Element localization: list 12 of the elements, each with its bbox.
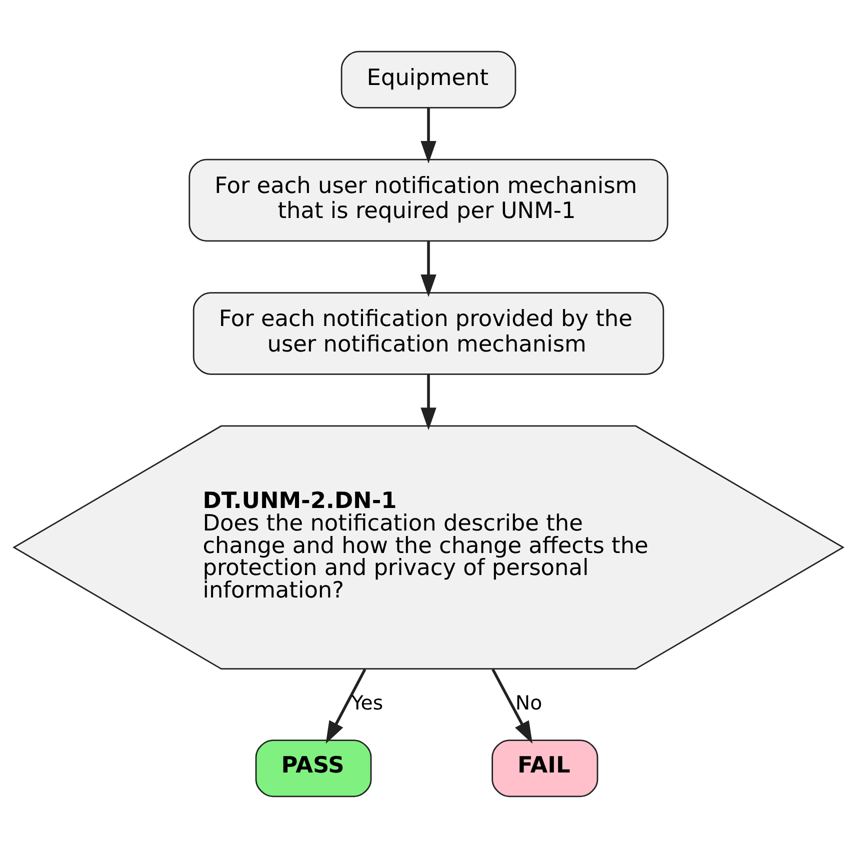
node-box: Equipment xyxy=(340,50,516,108)
arrow xyxy=(492,668,532,744)
edge-label: No xyxy=(515,692,542,715)
node-box: PASS xyxy=(255,740,372,798)
arrow xyxy=(420,374,436,430)
arrow xyxy=(420,241,436,297)
node-box: FAIL xyxy=(492,740,598,798)
node-box: For each user notification mechanism that is required per UNM-1 xyxy=(188,158,668,242)
arrow xyxy=(420,108,436,164)
edge-label: Yes xyxy=(351,692,384,715)
arrow xyxy=(326,668,366,744)
node-box: For each notification provided by the user notification mechanism xyxy=(192,292,664,375)
